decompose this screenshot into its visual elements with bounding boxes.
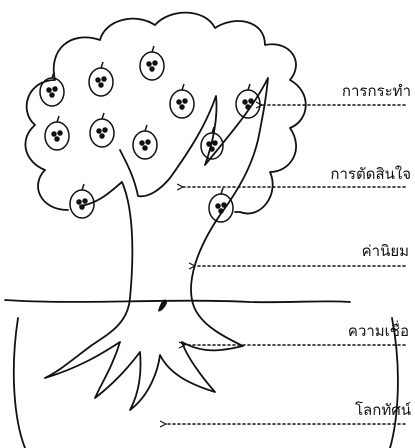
ground-line	[5, 300, 350, 302]
label-beliefs: ความเชื่อ	[348, 324, 409, 339]
label-worldview: โลกทัศน์	[355, 403, 411, 418]
label-decision: การตัดสินใจ	[330, 167, 411, 182]
fruit	[133, 125, 157, 159]
fruit	[236, 84, 260, 118]
fruit	[170, 84, 194, 118]
label-values: ค่านิยม	[362, 244, 409, 259]
fruit	[140, 46, 164, 80]
fruit	[90, 113, 114, 147]
fruit	[89, 62, 113, 96]
fruit	[209, 188, 233, 222]
fruit	[45, 116, 69, 150]
label-action: การกระทำ	[342, 84, 411, 99]
soil-top	[18, 318, 392, 319]
tree-fruits	[40, 46, 260, 222]
soil-outline	[14, 318, 398, 448]
fruit	[70, 184, 94, 218]
fruit	[40, 72, 64, 106]
tree-trunk	[45, 78, 268, 410]
